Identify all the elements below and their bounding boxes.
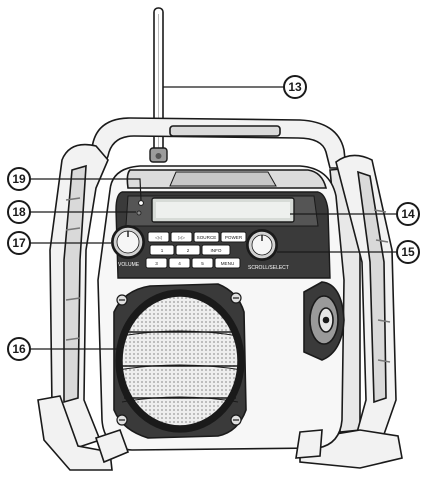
keypad-button-0-0[interactable]: ◁◁: [147, 231, 170, 243]
keypad-button-0-1[interactable]: ▷▷: [170, 231, 193, 243]
keypad-button-label: 4: [178, 261, 181, 266]
callout-13: 13: [283, 75, 307, 99]
svg-text:16: 16: [12, 342, 26, 356]
keypad-button-0-3[interactable]: POWER: [220, 231, 247, 243]
svg-text:14: 14: [401, 207, 415, 221]
keypad-button-label: INFO: [211, 248, 222, 253]
keypad-button-2-1[interactable]: 4: [168, 257, 191, 269]
side-hub: [303, 281, 345, 361]
volume-knob-label: VOLUME: [118, 262, 140, 268]
roll-cage-front: [94, 428, 323, 464]
callouts: 13 14 15 16 17 18 19: [7, 75, 420, 361]
keypad-button-label: 2: [187, 248, 190, 253]
keypad-button-label: MENU: [221, 261, 235, 266]
callout-19: 19: [7, 167, 31, 191]
keypad-button-2-3[interactable]: MENU: [214, 257, 241, 269]
keypad-button-label: 5: [201, 261, 204, 266]
keypad-button-1-0[interactable]: 1: [149, 244, 175, 256]
volume-knob[interactable]: [111, 225, 145, 259]
svg-text:19: 19: [12, 172, 26, 186]
keypad-button-0-2[interactable]: SOURCE: [193, 231, 220, 243]
left-cage-frame: [37, 143, 113, 471]
svg-text:17: 17: [12, 236, 26, 250]
keypad-button-2-0[interactable]: 3: [145, 257, 168, 269]
leader-lines: [30, 86, 396, 350]
svg-text:15: 15: [401, 245, 415, 259]
scroll-select-knob-label: SCROLL/SELECT: [248, 265, 289, 271]
speaker: [113, 283, 247, 439]
callout-17: 17: [7, 231, 31, 255]
reset-hole: [136, 210, 142, 216]
speaker-grille: [121, 295, 239, 427]
callout-16: 16: [7, 337, 31, 361]
svg-text:13: 13: [288, 80, 302, 94]
antenna: [149, 7, 168, 163]
keypad-button-2-2[interactable]: 5: [191, 257, 214, 269]
keypad-button-label: 3: [155, 261, 158, 266]
keypad-button-1-2[interactable]: INFO: [201, 244, 231, 256]
keypad-button-label: ▷▷: [178, 235, 186, 240]
scroll-select-knob[interactable]: [246, 229, 278, 261]
keypad-button-label: ◁◁: [155, 235, 163, 240]
indicator-led: [138, 200, 144, 206]
callout-15: 15: [396, 240, 420, 264]
speaker-screws: [116, 292, 242, 426]
svg-text:18: 18: [12, 205, 26, 219]
keypad-button-label: 1: [161, 248, 164, 253]
lcd-display: [151, 197, 295, 223]
callout-18: 18: [7, 200, 31, 224]
callout-14: 14: [396, 202, 420, 226]
keypad-button-label: SOURCE: [197, 235, 217, 240]
keypad-button-label: POWER: [225, 235, 243, 240]
keypad-button-1-1[interactable]: 2: [175, 244, 201, 256]
keypad: ◁◁ ▷▷ SOURCE POWER 1 2 INFO 3 4 5 MENU: [145, 231, 247, 269]
